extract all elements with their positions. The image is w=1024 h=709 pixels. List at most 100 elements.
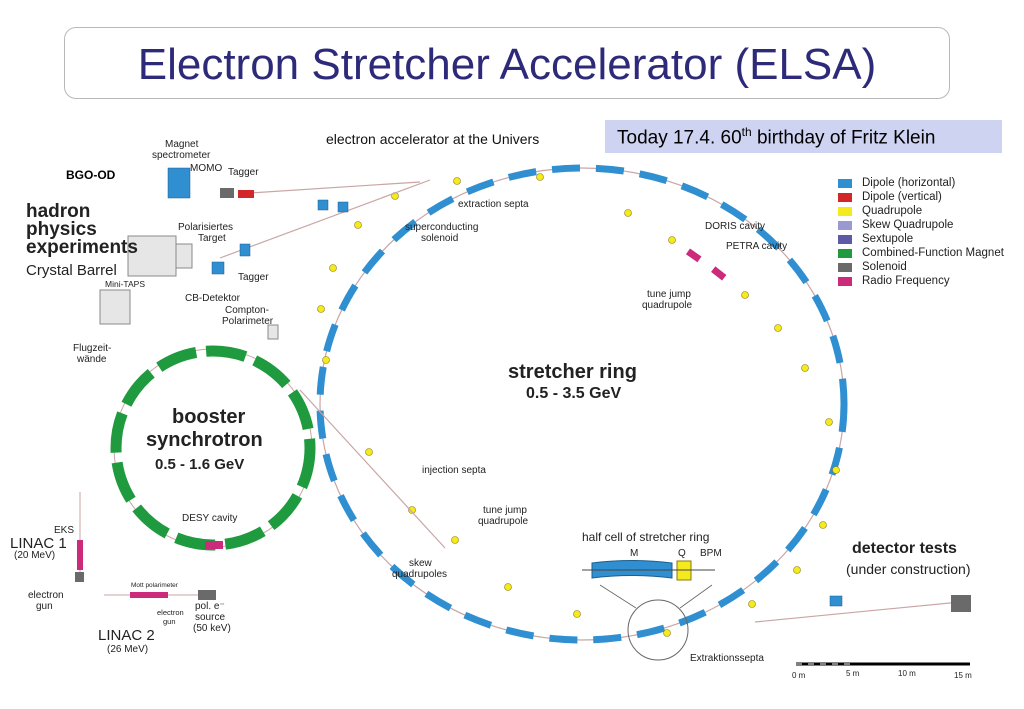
legend-swatch [838,277,852,286]
magnet-spectrometer-label-2: spectrometer [152,150,211,161]
pol-source-label-1: pol. e⁻ [195,601,225,612]
tagger-mid-label: Tagger [238,272,269,283]
extraction-line-top [249,181,421,194]
tune-jump-bot-label-2: quadrupole [478,516,529,527]
legend-label: Combined-Function Magnet [862,247,1004,259]
skew-label-1: skew [409,558,432,569]
stretcher-ring-title: stretcher ring [508,361,637,383]
electron-gun2-label-1: electron [157,608,184,617]
desy-cavity-mark [205,541,223,549]
page-title: Electron Stretcher Accelerator (ELSA) [137,40,877,89]
legend-label: Radio Frequency [862,275,950,287]
detector-tests-title: detector tests [852,540,957,557]
banner-suffix: birthday of Fritz Klein [751,127,936,149]
linac2-rf [130,592,168,598]
pol-source-label-2: source [195,612,226,623]
linac2-energy: (26 MeV) [107,644,149,655]
legend-label: Skew Quadrupole [862,219,954,231]
electron-gun1 [75,572,84,582]
transfer-line-magnets [167,167,843,607]
half-cell-title: half cell of stretcher ring [582,530,710,544]
momo-label: MOMO [190,163,223,174]
compton-label-2: Polarimeter [222,316,274,327]
legend-label: Solenoid [862,261,907,273]
extraction-line [219,179,431,259]
legend-label: Dipole (horizontal) [862,177,956,189]
legend-swatch [838,179,852,188]
petra-cavity-label: PETRA cavity [726,241,788,252]
legend-label: Quadrupole [862,205,923,217]
stretcher-ring-dipoles [316,164,848,644]
linac1-energy: (20 MeV) [14,550,56,561]
bgo-od-label: BGO-OD [66,168,116,182]
stretcher-ring-quadrupoles [317,173,840,637]
extraction-septa-label: extraction septa [458,199,529,210]
legend-swatch [838,249,852,258]
detector-tests-subtitle: (under construction) [846,561,971,577]
hadron-label-2: physics [26,219,97,240]
legend-swatch [838,193,852,202]
electron-gun1-label-2: gun [36,601,53,612]
half-cell-m: M [630,548,639,559]
polarisiertes-label-2: Target [198,233,226,244]
tune-jump-bot-label-1: tune jump [483,505,527,516]
hadron-label-1: hadron [26,201,91,222]
linac1-rf [77,540,83,570]
polarisiertes-label-1: Polarisiertes [178,222,234,233]
half-cell-illustration [582,560,715,581]
half-cell-bpm: BPM [700,548,722,559]
stretcher-rf-cavities [685,248,727,281]
booster-energy: 0.5 - 1.6 GeV [155,456,245,473]
scale-tick-0: 0 m [792,671,806,680]
tagger-red [238,190,254,198]
banner-sup: th [741,125,752,139]
linac1-label: LINAC 1 [10,535,67,552]
tagger-top-label: Tagger [228,167,259,178]
eks-label: EKS [54,525,75,536]
extraktionssepta-label: Extraktionssepta [690,653,764,664]
mini-taps-label: Mini-TAPS [105,279,145,289]
tagger-magnet [220,188,234,198]
flugzeit-label-1: Flugzeit- [73,343,112,354]
cb-detektor-label: CB-Detektor [185,293,241,304]
electron-gun1-label-1: electron [28,590,64,601]
magnifier-circle [627,599,689,661]
scale-tick-15: 15 m [954,671,972,680]
legend-swatch [838,207,852,216]
stretcher-ring-energy: 0.5 - 3.5 GeV [526,385,622,402]
banner-prefix: Today 17.4. 60 [617,127,742,149]
birthday-banner: Today 17.4. 60th birthday of Fritz Klein [605,120,1002,153]
superconducting-label-1: superconducting [405,222,479,233]
injection-septa-label: injection septa [422,465,486,476]
crystal-barrel-label: Crystal Barrel [26,262,117,279]
scale-tick-5: 5 m [846,669,860,678]
legend-swatch [838,221,852,230]
skew-label-2: quadrupoles [392,569,448,580]
detector-box [951,595,971,612]
mott-label: Mott polarimeter [131,582,178,589]
desy-cavity-label: DESY cavity [182,513,238,524]
subtitle-text: electron accelerator at the Univers [326,131,540,147]
legend-label: Dipole (vertical) [862,191,942,203]
booster-title-1: booster [172,406,246,428]
legend-swatch [838,263,852,272]
title-box: Electron Stretcher Accelerator (ELSA) [64,27,950,99]
hadron-label-3: experiments [26,237,138,258]
legend-swatch [838,235,852,244]
superconducting-label-2: solenoid [421,233,459,244]
transfer-line-booster-stretcher [299,389,446,549]
half-cell-q: Q [678,548,686,559]
flugzeit-label-2: wände [77,354,107,365]
electron-gun2-label-2: gun [163,617,176,626]
compton-label-1: Compton- [225,305,269,316]
detector-line [754,601,961,623]
pol-source [198,590,216,600]
booster-title-2: synchrotron [146,429,263,451]
tune-jump-top-label-2: quadrupole [642,300,693,311]
crystal-barrel-sketch [99,235,279,340]
pol-source-label-3: (50 keV) [193,623,231,634]
doris-cavity-label: DORIS cavity [705,221,766,232]
legend-label: Sextupole [862,233,914,245]
linac2-label: LINAC 2 [98,627,155,644]
